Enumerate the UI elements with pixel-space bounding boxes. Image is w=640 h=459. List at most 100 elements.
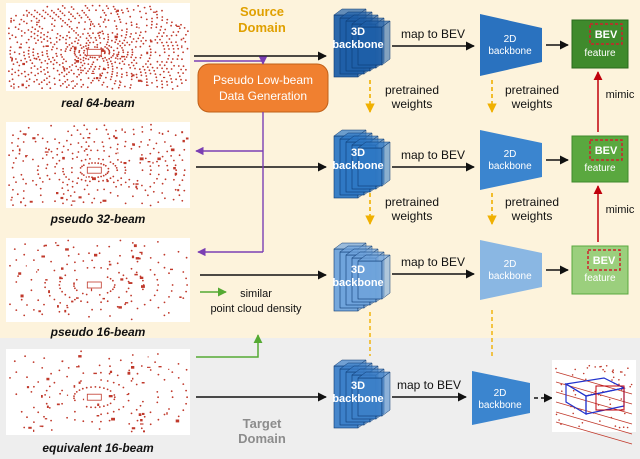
point-dot bbox=[163, 378, 166, 381]
point-dot bbox=[130, 21, 133, 24]
point-dot bbox=[131, 48, 134, 51]
point-dot bbox=[99, 16, 102, 19]
point-dot bbox=[124, 172, 126, 174]
point-cluster bbox=[33, 429, 35, 432]
point-dot bbox=[138, 34, 141, 37]
point-dot bbox=[44, 286, 46, 289]
point-dot bbox=[109, 78, 112, 81]
point-cluster bbox=[102, 199, 107, 202]
point-dot bbox=[109, 60, 112, 63]
point-cluster bbox=[116, 53, 118, 56]
point-dot bbox=[107, 19, 110, 22]
point-dot bbox=[158, 132, 161, 134]
detection-scan-line bbox=[555, 421, 633, 445]
point-dot bbox=[110, 75, 113, 78]
point-dot bbox=[140, 40, 143, 42]
point-dot bbox=[13, 360, 16, 363]
point-dot bbox=[164, 197, 166, 200]
point-dot bbox=[85, 14, 87, 16]
backbone3d-label-row3-line1: 3D bbox=[351, 264, 365, 276]
point-dot bbox=[130, 430, 133, 433]
point-dot bbox=[41, 137, 44, 140]
point-dot bbox=[141, 131, 144, 133]
point-dot bbox=[59, 287, 61, 290]
point-dot bbox=[82, 83, 85, 86]
point-dot bbox=[171, 396, 174, 399]
point-dot bbox=[72, 80, 74, 82]
mimic-label-upper: mimic bbox=[606, 89, 635, 101]
point-dot bbox=[117, 15, 120, 18]
point-dot bbox=[142, 288, 144, 291]
point-dot bbox=[39, 177, 41, 180]
point-dot bbox=[178, 27, 181, 30]
point-dot bbox=[88, 18, 91, 21]
point-cluster bbox=[170, 148, 175, 152]
point-dot bbox=[62, 202, 64, 205]
point-dot bbox=[154, 39, 157, 41]
point-dot bbox=[120, 76, 123, 78]
point-dot bbox=[184, 40, 187, 43]
point-dot bbox=[65, 86, 68, 89]
point-dot bbox=[32, 51, 34, 54]
mimic-label-lower: mimic bbox=[606, 204, 635, 216]
point-dot bbox=[61, 25, 63, 28]
point-dot bbox=[79, 58, 82, 61]
point-dot bbox=[127, 51, 129, 54]
point-dot bbox=[93, 141, 96, 143]
point-dot bbox=[140, 54, 143, 56]
point-dot bbox=[141, 202, 144, 205]
point-cluster bbox=[32, 137, 36, 140]
point-dot bbox=[65, 60, 67, 63]
point-dot bbox=[91, 162, 93, 164]
point-dot bbox=[41, 54, 44, 57]
point-dot bbox=[130, 318, 133, 321]
point-dot bbox=[85, 141, 88, 144]
point-dot bbox=[46, 50, 48, 52]
point-dot bbox=[15, 259, 18, 261]
point-dot bbox=[124, 166, 126, 169]
backbone-2d-row1 bbox=[480, 14, 542, 76]
point-dot bbox=[121, 42, 124, 45]
point-dot bbox=[174, 164, 177, 167]
detection-scan-line bbox=[555, 401, 633, 425]
point-dot bbox=[168, 408, 170, 410]
backbone3d-layer-front bbox=[357, 377, 383, 417]
point-cluster bbox=[131, 427, 136, 430]
point-dot bbox=[119, 44, 122, 47]
point-dot bbox=[156, 177, 158, 180]
point-dot bbox=[108, 245, 111, 248]
point-dot bbox=[43, 303, 45, 306]
point-dot bbox=[85, 405, 88, 408]
point-dot bbox=[106, 61, 109, 64]
point-dot bbox=[139, 31, 142, 34]
point-cluster bbox=[87, 137, 91, 139]
point-dot bbox=[68, 84, 70, 86]
point-dot bbox=[127, 64, 130, 66]
point-dot bbox=[107, 38, 110, 41]
point-dot bbox=[41, 313, 44, 316]
point-dot bbox=[91, 79, 94, 82]
point-dot bbox=[102, 81, 105, 84]
point-cluster bbox=[146, 51, 149, 55]
point-dot bbox=[53, 269, 56, 272]
pseudo-low-beam-generation-box bbox=[197, 63, 329, 113]
point-dot bbox=[157, 151, 160, 154]
point-dot bbox=[160, 25, 163, 28]
point-dot bbox=[116, 169, 119, 172]
backbone3d-layer-side bbox=[381, 254, 391, 300]
point-dot bbox=[159, 73, 162, 76]
point-dot bbox=[172, 48, 175, 50]
point-dot bbox=[62, 36, 64, 39]
point-dot bbox=[116, 74, 118, 77]
point-dot bbox=[125, 33, 128, 36]
point-dot bbox=[104, 164, 107, 167]
point-dot bbox=[130, 249, 133, 252]
point-dot bbox=[175, 34, 178, 37]
point-dot bbox=[118, 62, 121, 65]
point-cluster bbox=[134, 273, 138, 276]
point-dot bbox=[71, 64, 74, 66]
point-dot bbox=[156, 16, 159, 19]
point-cluster bbox=[143, 430, 145, 433]
point-dot bbox=[83, 188, 86, 191]
point-dot bbox=[158, 54, 161, 57]
